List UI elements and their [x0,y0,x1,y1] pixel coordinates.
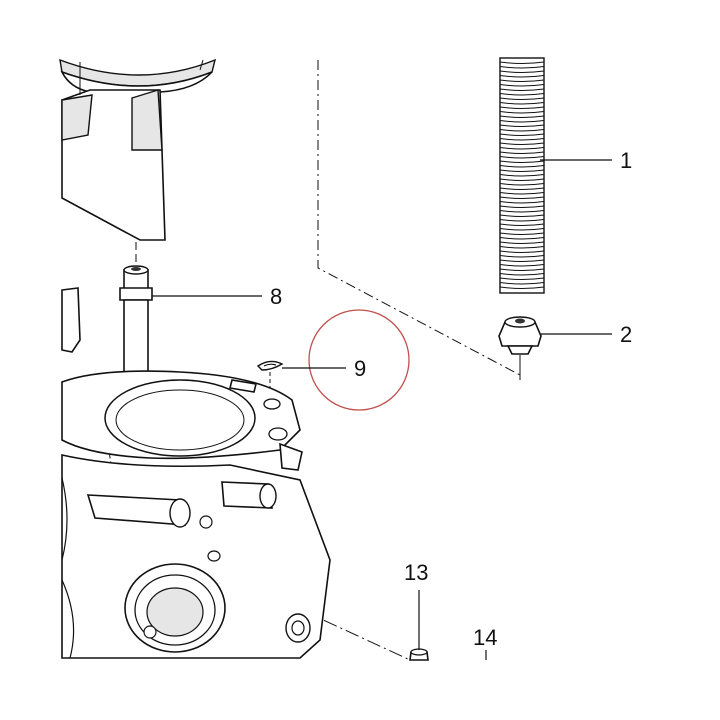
callout-2: 2 [620,322,632,347]
spring-coil [499,210,545,213]
spring-coil [499,66,545,69]
callout-14: 14 [473,625,497,650]
spring-coil [499,124,545,127]
spring-coil [499,259,545,262]
screw-part-13 [409,648,429,661]
spring-coil [499,214,545,217]
spring-coil [499,75,545,78]
spring-coil [499,106,545,109]
callout-8: 8 [270,284,282,309]
carburetor-body [61,287,331,659]
spring-coil [499,241,545,244]
spring-coil [499,250,545,253]
spring-coil [499,183,545,186]
spring-coil [499,187,545,190]
spring-part-1 [499,57,545,294]
spring-coil [499,111,545,114]
spring-coil [499,84,545,87]
spring-coil [499,237,545,240]
spring-coil [499,228,545,231]
spring-coil [499,264,545,267]
spring-coil [499,169,545,172]
spring-coil [499,93,545,96]
spring-coil [499,61,545,64]
spring-coil [499,201,545,204]
spring-coil [499,178,545,181]
spring-coil [499,165,545,168]
spring-coil [499,255,545,258]
spring-coil [499,133,545,136]
spring-coil [499,120,545,123]
spring-coil [499,223,545,226]
callout-1: 1 [620,148,632,173]
spring-coil [499,219,545,222]
spring-seat-part-2 [498,316,542,355]
callout-labels: 1 2 8 9 13 14 [270,148,632,650]
spring-coil [499,282,545,285]
spring-coil [499,142,545,145]
spring-coil [499,160,545,163]
spring-coil [499,196,545,199]
spring-coil [499,268,545,271]
spring-coil [499,97,545,100]
spring-coil [499,156,545,159]
spring-coil [499,147,545,150]
spring-coil [499,246,545,249]
highlight-circle [308,309,410,411]
spring-coil [499,70,545,73]
spring-coil [499,115,545,118]
slide-diaphragm-assembly [59,58,217,241]
spring-coil [499,88,545,91]
spring-coil [499,232,545,235]
spring-coil [499,138,545,141]
clip-part-9 [256,360,284,371]
spring-coil [499,129,545,132]
leader-lines [152,159,612,660]
spring-coil [499,174,545,177]
spring-coil [499,277,545,280]
spring-coil [499,273,545,276]
spring-coil [499,79,545,82]
callout-9: 9 [354,356,366,381]
spring-coil [499,286,545,289]
spring-coil [499,102,545,105]
spring-coil [499,151,545,154]
spring-coil [499,192,545,195]
spring-coil [499,205,545,208]
callout-13: 13 [404,560,428,585]
